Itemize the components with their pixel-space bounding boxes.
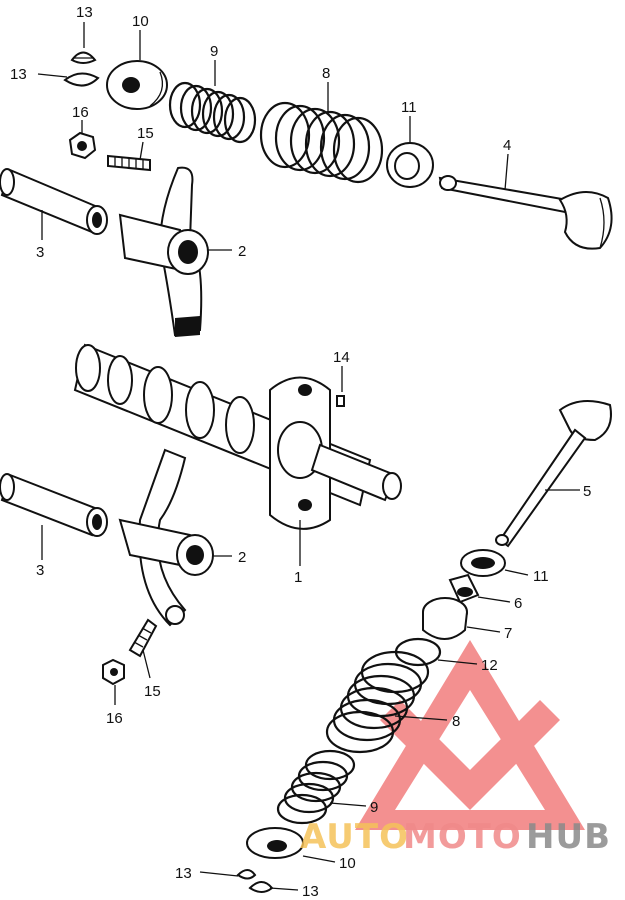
- callout-15-top: 15: [137, 125, 154, 142]
- callout-3-top: 3: [36, 244, 44, 261]
- callout-6: 6: [514, 595, 522, 612]
- part-9-inner-spring-bottom: [276, 749, 356, 825]
- watermark-text: AUTO MOTO HUB: [300, 817, 611, 857]
- callout-4: 4: [503, 137, 511, 154]
- watermark-word-moto: MOTO: [403, 817, 522, 857]
- callout-9-bottom: 9: [370, 799, 378, 816]
- leader-lines: [37, 22, 580, 891]
- callout-11-bottom: 11: [533, 568, 549, 585]
- part-8-outer-spring-bottom: [325, 650, 430, 754]
- part-6-valve-guide-seal: [448, 573, 480, 604]
- callout-13-bottom-a: 13: [175, 865, 192, 882]
- watermark-m-icon: [380, 700, 560, 810]
- watermark-triangle-icon: [355, 640, 585, 830]
- part-10-retainer-top: [106, 60, 168, 110]
- callout-13-top-a: 13: [76, 4, 93, 21]
- callout-5: 5: [583, 483, 591, 500]
- part-2-rocker-arm-bottom: [118, 448, 214, 627]
- callout-8-top: 8: [322, 65, 330, 82]
- callout-2-top: 2: [238, 243, 246, 260]
- callout-9-top: 9: [210, 43, 218, 60]
- callout-11-top: 11: [401, 99, 417, 116]
- part-15-adjusting-screw-top: [107, 154, 151, 172]
- callout-3-bottom: 3: [36, 562, 44, 579]
- callout-1: 1: [294, 569, 302, 586]
- part-16-locknut-top: [68, 131, 97, 160]
- part-8-outer-spring-top: [259, 101, 384, 184]
- callout-2-bottom: 2: [238, 549, 246, 566]
- part-10-retainer-bottom: [246, 827, 304, 859]
- watermark-logo: [355, 640, 585, 830]
- callout-16-bottom: 16: [106, 710, 123, 727]
- part-1-camshaft: [73, 343, 402, 530]
- callout-14: 14: [333, 349, 350, 366]
- callout-7: 7: [504, 625, 512, 642]
- callout-10-top: 10: [132, 13, 149, 30]
- part-14-dowel-pin: [336, 395, 345, 407]
- callout-12: 12: [481, 657, 498, 674]
- part-15-adjusting-screw-bottom: [128, 618, 158, 658]
- part-3-rocker-shaft-top: [0, 168, 108, 235]
- part-11-spring-seat-bottom: [460, 549, 506, 577]
- part-5-exhaust-valve: [495, 400, 612, 548]
- watermark-word-auto: AUTO: [300, 817, 409, 857]
- part-4-intake-valve: [438, 175, 613, 250]
- watermark-word-hub: HUB: [526, 817, 611, 857]
- callout-labels: 13 10 13 9 8 16 15 11 4 3 2 14 5 1 11 6 …: [10, 4, 591, 900]
- callout-8-bottom: 8: [452, 713, 460, 730]
- callout-13-bottom-b: 13: [302, 883, 319, 900]
- part-9-inner-spring-top: [168, 81, 257, 144]
- part-7-valve-guide: [422, 597, 468, 640]
- part-13-cotter-bottom: [236, 869, 274, 893]
- part-3-rocker-shaft-bottom: [0, 473, 108, 537]
- callout-15-bottom: 15: [144, 683, 161, 700]
- part-13-cotter-top: [63, 51, 100, 87]
- callout-13-top-b: 13: [10, 66, 27, 83]
- callout-16-top: 16: [72, 104, 89, 121]
- part-16-locknut-bottom: [102, 658, 125, 686]
- part-2-rocker-arm-top: [118, 166, 209, 337]
- callout-10-bottom: 10: [339, 855, 356, 872]
- part-11-spring-seat-top: [386, 142, 434, 188]
